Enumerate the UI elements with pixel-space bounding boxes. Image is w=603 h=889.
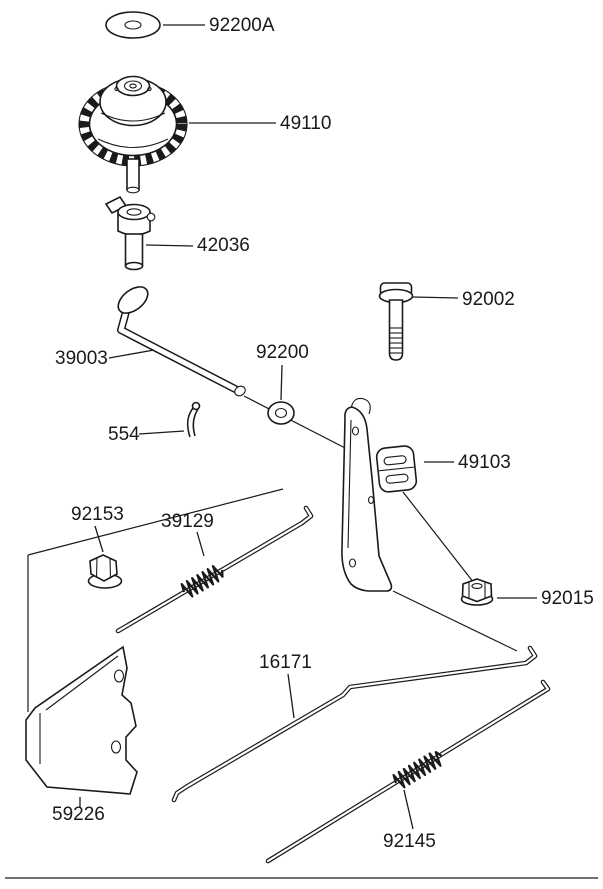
part-spring-39129: [180, 564, 224, 598]
label-92153: 92153: [71, 504, 124, 525]
label-92015: 92015: [541, 588, 594, 609]
leader-92145: [403, 789, 414, 830]
label-92145: 92145: [383, 831, 436, 852]
label-42036: 42036: [197, 235, 250, 256]
leader-92002: [412, 296, 459, 299]
callout-92200: 92200: [256, 342, 309, 401]
assembly-axis-lines: [27, 395, 518, 712]
callout-554: 554: [108, 424, 185, 445]
part-washer-92200a: [105, 11, 161, 39]
callout-39003: 39003: [55, 348, 155, 369]
leader-554: [138, 430, 185, 435]
label-59226: 59226: [52, 804, 105, 825]
part-control-rod-16171: [171, 645, 538, 803]
callout-92145: 92145: [383, 789, 436, 852]
leader-92200: [280, 364, 283, 401]
part-flange-bolt-92153: [87, 554, 123, 589]
part-cotter-pin-554: [186, 401, 201, 438]
part-flange-nut-92015: [460, 578, 494, 606]
label-92200: 92200: [256, 342, 309, 363]
part-pivot-holder-42036: [104, 195, 156, 271]
part-bracket-plate-59226: [25, 645, 138, 795]
callout-92002: 92002: [412, 289, 515, 310]
leader-39129: [196, 531, 205, 557]
callout-39129: 39129: [161, 511, 214, 557]
leader-16171: [287, 673, 295, 719]
part-lever-bracket-49103: [341, 397, 418, 592]
label-39129: 39129: [161, 511, 214, 532]
callout-49103: 49103: [424, 452, 511, 473]
callout-59226: 59226: [52, 797, 105, 825]
label-92002: 92002: [462, 289, 515, 310]
part-washer-92200: [267, 401, 295, 425]
callout-92200a: 92200A: [163, 15, 275, 36]
part-bolt-92002: [378, 282, 414, 361]
callout-49110: 49110: [189, 113, 331, 134]
label-49103: 49103: [458, 452, 511, 473]
leader-42036: [145, 244, 194, 247]
callout-92153: 92153: [71, 504, 124, 553]
label-16171: 16171: [259, 652, 312, 673]
label-92200a: 92200A: [209, 15, 275, 36]
label-39003: 39003: [55, 348, 108, 369]
part-control-lever-39003: [117, 286, 246, 397]
part-governor-gear-49110: [78, 75, 188, 194]
part-tension-spring-92145: [392, 751, 443, 789]
label-49110: 49110: [280, 113, 331, 134]
label-554: 554: [108, 424, 140, 445]
leader-92153: [94, 525, 104, 553]
callout-16171: 16171: [259, 652, 312, 719]
callout-92015: 92015: [497, 588, 594, 609]
callout-42036: 42036: [145, 235, 250, 256]
leader-39003: [108, 349, 155, 359]
part-lower-rod: [265, 679, 551, 864]
